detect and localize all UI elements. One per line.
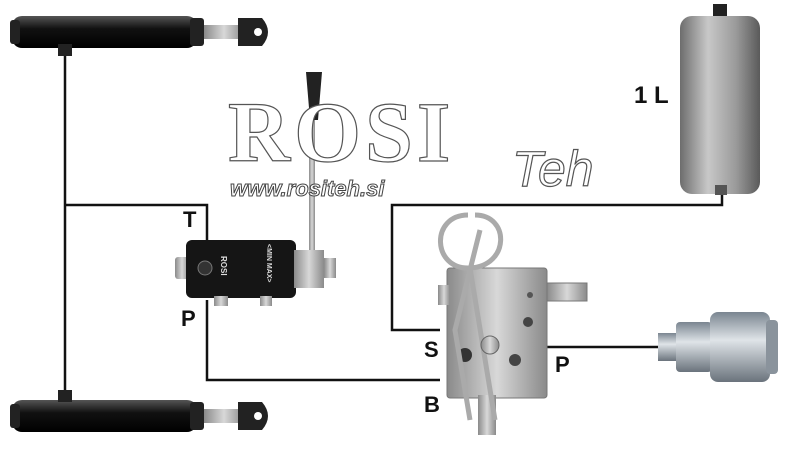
- port-label-b: B: [424, 392, 440, 417]
- hose-suction: [390, 185, 724, 332]
- watermark-brand-suffix: Teh: [511, 140, 594, 197]
- port-label-s: S: [424, 337, 439, 362]
- hose-tank-return: [65, 203, 209, 240]
- port-label-block-p: P: [555, 352, 570, 377]
- oil-tank: [680, 4, 760, 195]
- lever-handle: [306, 72, 322, 120]
- hose-lines: [63, 50, 724, 400]
- watermark-url: www.rositeh.si: [229, 176, 385, 202]
- hose-pressure: [205, 300, 440, 382]
- tank-volume-label: 1 L: [634, 82, 669, 109]
- port-label-t: T: [183, 207, 197, 232]
- valve-range-marking: <MIN MAX>: [265, 244, 272, 283]
- hydraulic-cylinder-bottom: [10, 390, 268, 432]
- port-label-valve-p: P: [181, 306, 196, 331]
- valve-block: [438, 212, 588, 435]
- watermark-brand: ROSI: [227, 83, 455, 180]
- hand-valve: [175, 72, 336, 306]
- hydraulic-cylinder-top: [10, 16, 268, 56]
- quick-coupling: [658, 312, 778, 382]
- valve-brand-marking: ROSI: [219, 256, 228, 276]
